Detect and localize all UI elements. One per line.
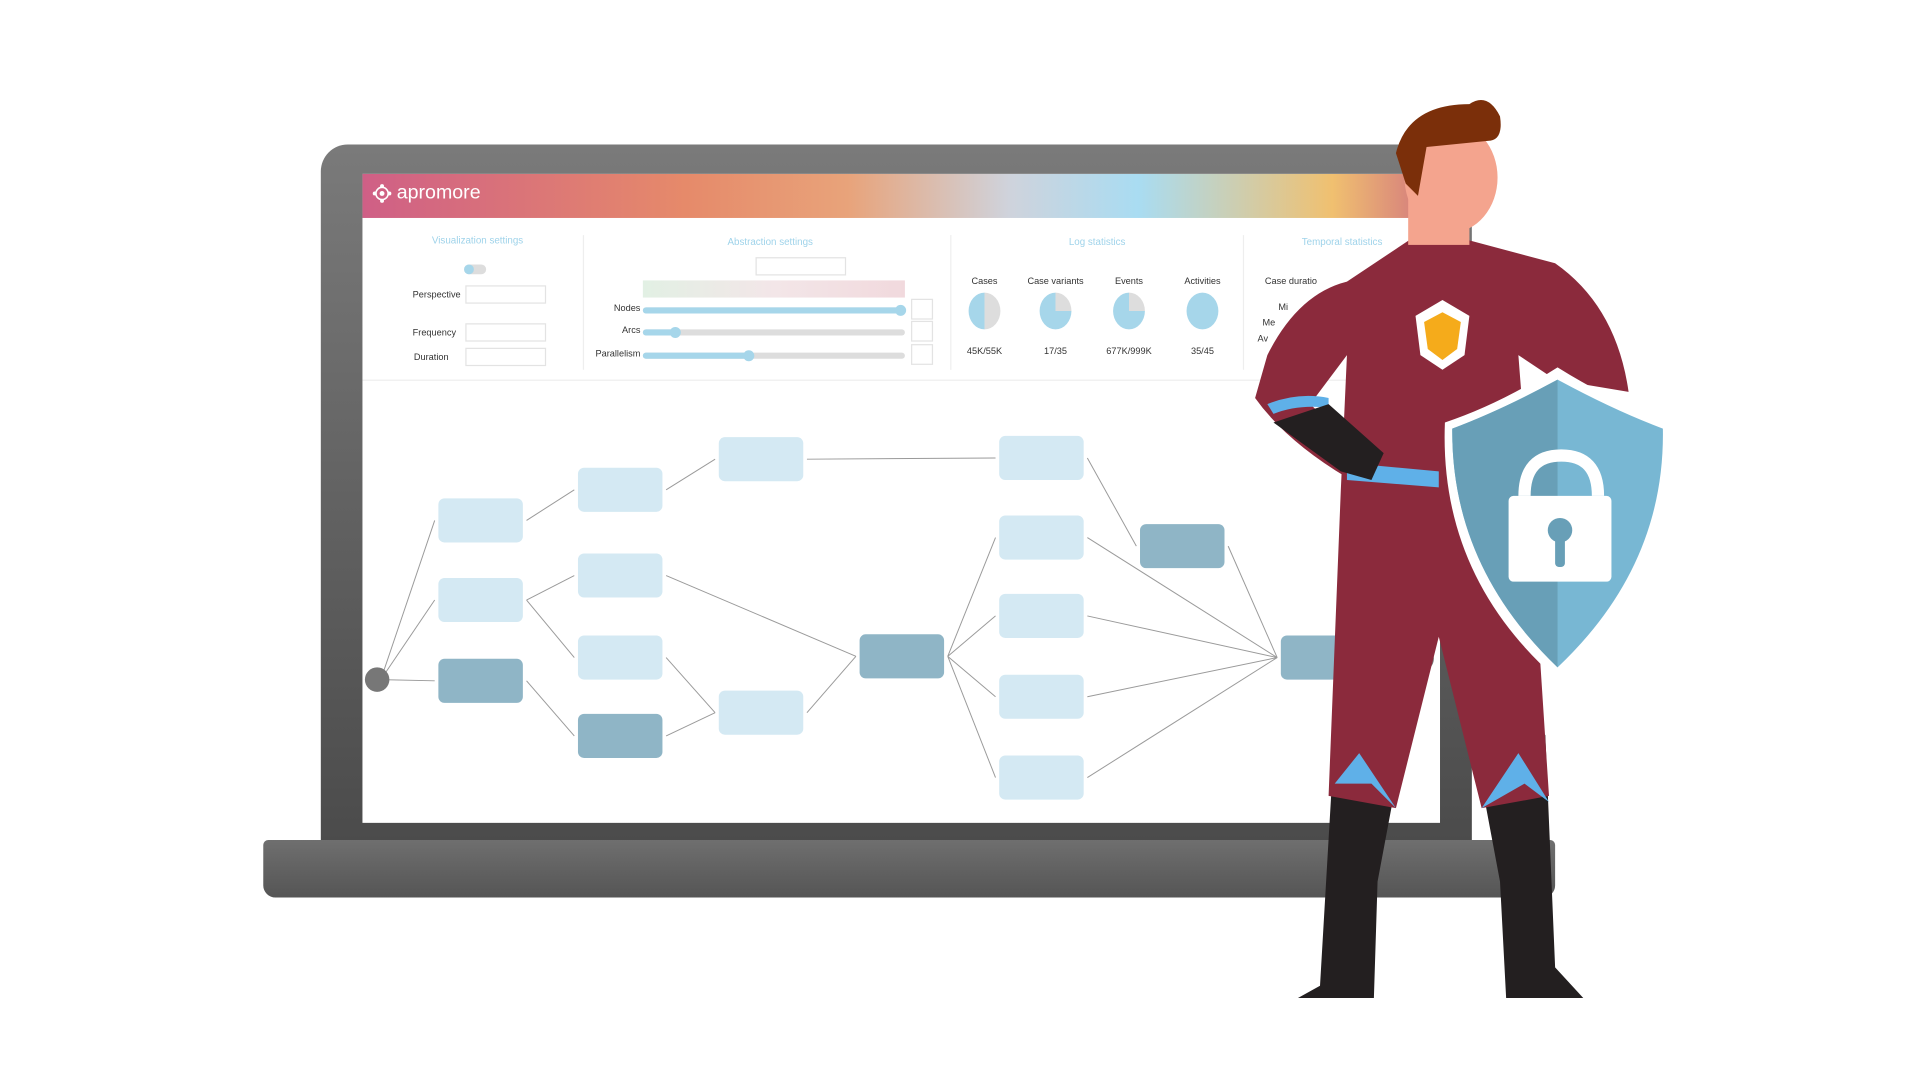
process-arc	[526, 680, 575, 737]
process-arc	[526, 599, 575, 658]
process-node[interactable]	[577, 553, 663, 598]
frequency-input[interactable]	[465, 323, 547, 342]
visualization-settings-title: Visualization settings	[431, 235, 524, 247]
duration-label: Duration	[413, 351, 449, 363]
process-arc	[947, 615, 996, 657]
process-arc	[1087, 657, 1278, 778]
perspective-toggle[interactable]	[464, 264, 487, 275]
frequency-label: Frequency	[412, 326, 457, 338]
app-name: apromore	[396, 182, 481, 204]
process-arc	[806, 457, 996, 460]
process-arc	[1087, 537, 1278, 658]
stat-label: Events	[1114, 275, 1144, 287]
process-arc	[380, 520, 436, 680]
stat-value: 17/35	[1044, 345, 1068, 357]
app-header: apromore	[362, 173, 1441, 218]
slider-label: Parallelism	[595, 347, 641, 359]
perspective-input[interactable]	[465, 285, 547, 304]
color-scale-bar	[642, 280, 905, 298]
process-node[interactable]	[577, 467, 663, 512]
process-arc	[1087, 657, 1278, 698]
stat-value: 45K/55K	[966, 345, 1003, 357]
process-node[interactable]	[999, 755, 1084, 800]
process-arc	[526, 575, 575, 601]
process-node[interactable]	[999, 674, 1084, 719]
slider-value-box[interactable]	[911, 298, 934, 320]
case-duration-label: Case duratio	[1264, 275, 1317, 287]
logo[interactable]: apromore	[372, 182, 481, 204]
app-window: apromore Visualization settings Perspect…	[362, 173, 1441, 823]
process-arc	[665, 575, 857, 657]
superhero-illustration	[1255, 100, 1672, 998]
slider-thumb[interactable]	[894, 304, 906, 316]
process-arc	[947, 656, 996, 778]
process-arc	[806, 656, 857, 713]
divider	[582, 235, 585, 370]
abstraction-input[interactable]	[755, 257, 847, 276]
divider	[950, 235, 952, 370]
process-node[interactable]	[1140, 524, 1225, 569]
slider-value-box[interactable]	[911, 320, 934, 342]
temporal-statistics-title: Temporal statistics	[1301, 236, 1383, 248]
stat-label: Cases	[971, 275, 998, 287]
slider-arcs[interactable]	[642, 326, 905, 338]
process-node[interactable]	[999, 515, 1084, 560]
process-map-arcs	[380, 457, 1418, 778]
slider-label: Nodes	[613, 302, 641, 314]
slider-label: Arcs	[622, 324, 641, 336]
slider-value-box[interactable]	[911, 344, 934, 365]
stat-label: Activities	[1184, 275, 1221, 287]
process-arc	[1087, 615, 1278, 659]
process-arc	[665, 657, 716, 713]
log-statistics-title: Log statistics	[1068, 236, 1126, 248]
slider-thumb[interactable]	[742, 350, 754, 362]
stat-value: 677K/999K	[1106, 345, 1152, 357]
process-node[interactable]	[718, 690, 804, 735]
temporal-row-min: Mi	[1278, 301, 1289, 313]
stat-pie	[1113, 292, 1145, 330]
slider-thumb[interactable]	[669, 326, 681, 338]
process-node[interactable]	[577, 713, 663, 758]
process-node[interactable]	[577, 635, 663, 680]
process-arc	[380, 679, 435, 682]
apromore-logo-icon	[372, 184, 392, 203]
process-arc	[947, 537, 996, 657]
separator	[362, 379, 1441, 381]
duration-input[interactable]	[465, 347, 547, 367]
process-node[interactable]	[999, 435, 1084, 481]
process-node[interactable]	[718, 437, 804, 482]
process-node[interactable]	[999, 593, 1084, 638]
process-arc	[665, 712, 716, 737]
temporal-row-median: Me	[1262, 317, 1276, 329]
process-arc	[1227, 545, 1278, 658]
process-node[interactable]	[438, 498, 523, 543]
stat-pie	[968, 292, 1001, 330]
process-node[interactable]	[438, 577, 523, 623]
process-node[interactable]	[859, 634, 945, 679]
process-arc	[947, 655, 996, 698]
temporal-row-average: Av	[1257, 333, 1269, 345]
process-arc	[1086, 457, 1137, 547]
slider-nodes[interactable]	[642, 304, 906, 316]
slider-parallelism[interactable]	[642, 350, 905, 362]
stat-pie	[1039, 292, 1072, 330]
divider	[1242, 235, 1245, 370]
process-arc	[380, 599, 436, 680]
process-arc	[665, 458, 716, 491]
abstraction-settings-title: Abstraction settings	[727, 236, 813, 248]
process-arc	[526, 489, 575, 521]
start-event[interactable]	[364, 667, 390, 692]
perspective-label: Perspective	[412, 288, 461, 301]
stat-value: 35/45	[1190, 345, 1214, 357]
process-node[interactable]	[438, 658, 523, 703]
stat-label: Case variants	[1027, 275, 1084, 287]
stat-pie	[1186, 292, 1219, 330]
